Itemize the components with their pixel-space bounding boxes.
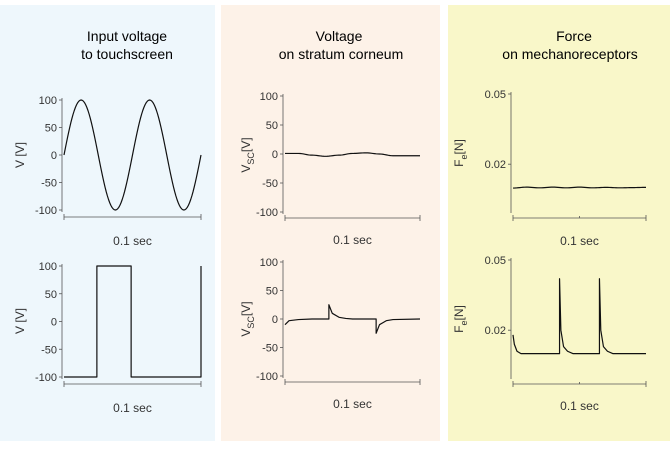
y-tick-label: 0.02	[485, 159, 506, 171]
panel-bg-stratum	[221, 5, 440, 441]
y-tick-label: 100	[260, 91, 278, 103]
column-titles: Input voltage to touchscreen Voltage on …	[81, 28, 638, 62]
y-tick-label: -100	[256, 371, 278, 383]
y-tick-label: -50	[41, 178, 57, 190]
x-axis-label: 0.1 sec	[333, 397, 372, 411]
y-label-sub: e	[459, 320, 469, 325]
y-tick-label: 0	[51, 150, 57, 162]
y-tick-label: 100	[260, 257, 278, 269]
y-tick-label: 0	[272, 149, 278, 161]
series-line	[285, 152, 420, 157]
y-label-sub: SC	[246, 316, 256, 329]
chart-force-sine: 0.02 0.05 0.1 sec Fe[N]	[452, 89, 647, 248]
series-line	[512, 186, 646, 189]
chart-sc-sine: -100 -50 0 50 100 0.1 sec VSC[V]	[239, 91, 421, 247]
title-force-line1: Force	[556, 28, 592, 44]
y-tick-label: 50	[45, 289, 57, 301]
y-axis-label: VSC[V]	[239, 137, 256, 172]
y-tick-label: 0.05	[485, 89, 506, 101]
panel-bg-input	[0, 5, 215, 441]
y-tick-label: 0	[272, 314, 278, 326]
chart-input-square: -100 -50 0 50 100 0.1 sec V [V]	[13, 261, 202, 415]
title-force-line2: on mechanoreceptors	[502, 46, 637, 62]
y-axis-label: V [V]	[13, 308, 27, 334]
y-axis-label: VSC[V]	[239, 301, 256, 336]
y-label-main: V	[239, 329, 253, 337]
series-line	[63, 99, 202, 211]
y-label-main: F	[452, 160, 466, 167]
y-label-unit: [N]	[452, 139, 466, 154]
y-tick-label: -50	[41, 344, 57, 356]
y-tick-label: 0.05	[485, 255, 506, 267]
x-axis-label: 0.1 sec	[560, 399, 599, 413]
x-axis-label: 0.1 sec	[560, 234, 599, 248]
y-tick-label: -50	[262, 343, 278, 355]
y-tick-label: 50	[45, 123, 57, 135]
y-label-unit: [V]	[239, 301, 253, 316]
chart-force-square: 0.02 0.05 0.1 sec Fe[N]	[452, 255, 647, 413]
chart-input-sine: -100 -50 0 50 100 0.1 sec V [V]	[13, 95, 202, 248]
y-label-sub: e	[459, 154, 469, 159]
y-axis-label: Fe[N]	[452, 305, 469, 333]
series-line	[284, 304, 421, 334]
y-label-unit: [N]	[452, 305, 466, 320]
y-axis-label: V [V]	[13, 142, 27, 168]
chart-sc-square: -100 -50 0 50 100 0.1 sec VSC[V]	[239, 257, 421, 411]
y-label-main: F	[452, 326, 466, 333]
title-input-line1: Input voltage	[87, 28, 167, 44]
series-line	[512, 278, 646, 355]
y-tick-label: 0	[51, 317, 57, 329]
title-input-line2: to touchscreen	[81, 46, 173, 62]
y-tick-label: -100	[256, 207, 278, 219]
y-label-main: V	[239, 165, 253, 173]
y-tick-label: -100	[35, 205, 57, 217]
y-tick-label: -100	[35, 372, 57, 384]
y-tick-label: 0.02	[485, 325, 506, 337]
series-line	[64, 265, 202, 378]
y-tick-label: 50	[266, 120, 278, 132]
y-label-unit: [V]	[239, 137, 253, 152]
y-tick-label: 100	[39, 261, 57, 273]
panel-backgrounds	[0, 5, 670, 441]
x-axis-label: 0.1 sec	[333, 233, 372, 247]
panel-bg-force	[448, 5, 670, 441]
x-axis-label: 0.1 sec	[113, 234, 152, 248]
title-stratum-line1: Voltage	[316, 28, 363, 44]
title-stratum-line2: on stratum corneum	[279, 46, 404, 62]
y-tick-label: -50	[262, 178, 278, 190]
y-tick-label: 100	[39, 95, 57, 107]
x-axis-label: 0.1 sec	[113, 401, 152, 415]
y-axis-label: Fe[N]	[452, 139, 469, 167]
y-tick-label: 50	[266, 286, 278, 298]
y-label-sub: SC	[246, 152, 256, 165]
